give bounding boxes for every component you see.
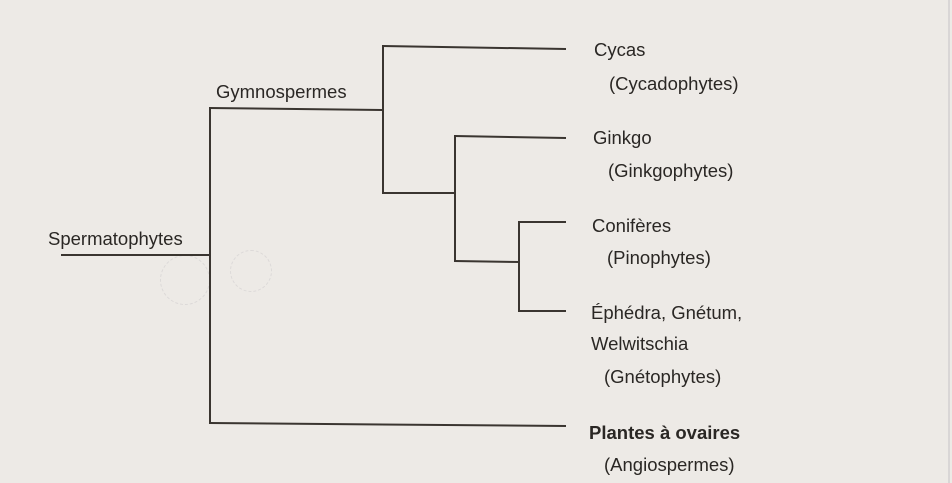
leaf-gnetophytes-group: (Gnétophytes) (604, 366, 722, 387)
leaf-gnetophytes-name-line2: Welwitschia (591, 333, 689, 354)
node-label-gymnospermes: Gymnospermes (216, 81, 347, 102)
leaf-ginkgo-name: Ginkgo (593, 127, 652, 148)
cycas-branch (381, 44, 567, 51)
gymnospermes-branch (208, 106, 385, 112)
leaf-cycas-name: Cycas (594, 39, 646, 60)
angiosperm-branch (208, 421, 567, 428)
leaf-coniferes-group: (Pinophytes) (607, 247, 711, 268)
leaf-angiospermes-name: Plantes à ovaires (589, 422, 741, 443)
conifer-gneto-stem (453, 259, 521, 264)
leaf-cycas-group: (Cycadophytes) (609, 73, 739, 94)
leaf-gnetophytes-name-line1: Éphédra, Gnétum, (591, 302, 743, 323)
node-label-spermatophytes: Spermatophytes (48, 228, 183, 249)
ginkgo-branch (453, 134, 567, 140)
leaf-angiospermes-group: (Angiospermes) (604, 454, 735, 475)
background-ghost-circle (230, 250, 272, 292)
leaf-ginkgo-group: (Ginkgophytes) (608, 160, 734, 181)
leaf-coniferes-name: Conifères (592, 215, 672, 236)
page-edge (948, 0, 950, 483)
